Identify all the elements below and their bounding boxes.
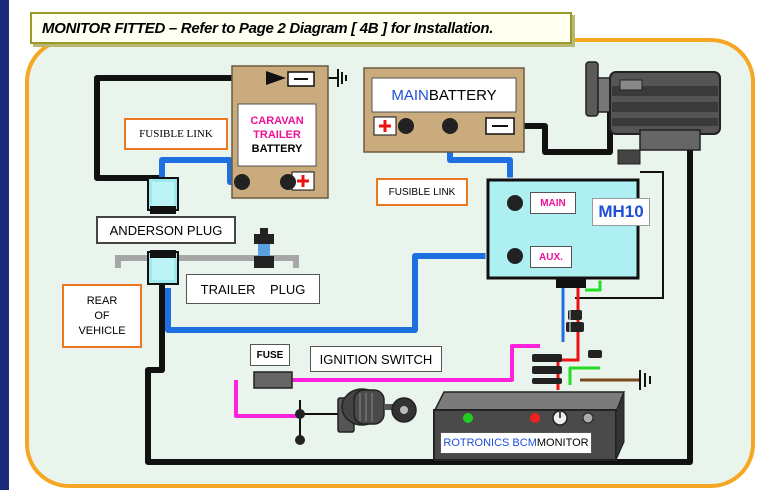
monitor-button-icon <box>582 412 594 424</box>
main-terminal-dot-right <box>442 118 458 134</box>
main-battery-label: MAIN BATTERY <box>372 78 516 112</box>
monitor-green-led <box>463 413 473 423</box>
main-battery-label-main: MAIN <box>391 86 429 104</box>
magenta-cable-ignition-right <box>292 344 540 382</box>
mh10-main-terminal-dot <box>507 195 523 211</box>
inline-connectors <box>532 310 602 384</box>
main-battery-label-battery: BATTERY <box>428 86 497 104</box>
main-battery <box>363 67 525 153</box>
rear-line1: REAR <box>86 294 118 307</box>
caravan-battery-line3: BATTERY <box>251 143 303 155</box>
fusible-link-right-label: FUSIBLE LINK <box>376 178 468 206</box>
bcm-monitor-text-rotronics: ROTRONICS BCM <box>443 437 537 449</box>
mh10-connector <box>556 278 586 288</box>
bcm-monitor-text-monitor: MONITOR <box>536 437 589 449</box>
fusible-link-right-text: FUSIBLE LINK <box>388 186 456 198</box>
fuse-label: FUSE <box>250 344 290 366</box>
monitor-red-led <box>530 413 540 423</box>
left-edge-bar <box>0 0 9 490</box>
engine-sense-line <box>575 171 664 299</box>
thin-black-lines <box>299 171 664 440</box>
ignition-switch-icon <box>295 388 417 445</box>
red-cable-monitor <box>556 282 580 390</box>
fuse-icon <box>253 371 293 389</box>
main-terminal-dot-left <box>398 118 414 134</box>
rear-of-vehicle-label: REAR OF VEHICLE <box>62 284 142 348</box>
title-banner: MONITOR FITTED – Refer to Page 2 Diagram… <box>30 12 572 44</box>
trailer-plug-icon <box>254 228 274 268</box>
trailer-plug-text: TRAILER PLUG <box>200 281 306 297</box>
caravan-terminal-dot-right <box>280 174 296 190</box>
mh10-aux-terminal-dot <box>507 248 523 264</box>
arrow-icon <box>266 71 286 85</box>
engine-icon <box>585 61 721 165</box>
trailer-plug-label: TRAILER PLUG <box>186 274 320 304</box>
caravan-battery-line2: TRAILER <box>253 129 301 141</box>
mh10-label: MH10 <box>592 198 650 226</box>
mh10-main-terminal-label: MAIN <box>530 192 576 214</box>
mh10-aux-text: AUX. <box>539 251 563 263</box>
caravan-battery-label: CARAVAN TRAILER BATTERY <box>238 104 316 166</box>
fuse-text: FUSE <box>256 349 284 361</box>
ground-monitor-icon <box>639 370 651 390</box>
white-wires <box>536 290 571 350</box>
mh10-aux-terminal-label: AUX. <box>530 246 572 268</box>
blue-cable-aux <box>165 253 515 333</box>
page-title: MONITOR FITTED – Refer to Page 2 Diagram… <box>42 19 494 37</box>
fusible-link-left-text: FUSIBLE LINK <box>139 128 213 140</box>
caravan-battery <box>231 65 329 199</box>
caravan-battery-line1: CARAVAN <box>250 115 304 127</box>
grey-trailer-rail <box>115 255 299 268</box>
anderson-plug-top <box>147 177 179 214</box>
rear-line2: OF <box>94 309 110 322</box>
mh10-main-text: MAIN <box>540 197 566 209</box>
black-cable-top-left <box>94 75 285 181</box>
anderson-plug-bottom <box>147 250 179 285</box>
rear-line3: VEHICLE <box>78 324 126 337</box>
ignition-switch-label: IGNITION SWITCH <box>310 346 442 372</box>
red-cables <box>556 282 580 390</box>
mh10-text: MH10 <box>598 202 644 221</box>
ignition-switch-text: IGNITION SWITCH <box>319 351 433 367</box>
anderson-plug-label: ANDERSON PLUG <box>96 216 236 244</box>
green-cable-monitor <box>568 366 600 385</box>
fusible-link-left-label: FUSIBLE LINK <box>124 118 228 150</box>
anderson-plug-text: ANDERSON PLUG <box>109 222 223 238</box>
caravan-terminal-dot-left <box>234 174 250 190</box>
bcm-monitor-label: ROTRONICS BCM MONITOR <box>440 432 592 454</box>
magenta-cable-ignition-left <box>234 380 300 418</box>
